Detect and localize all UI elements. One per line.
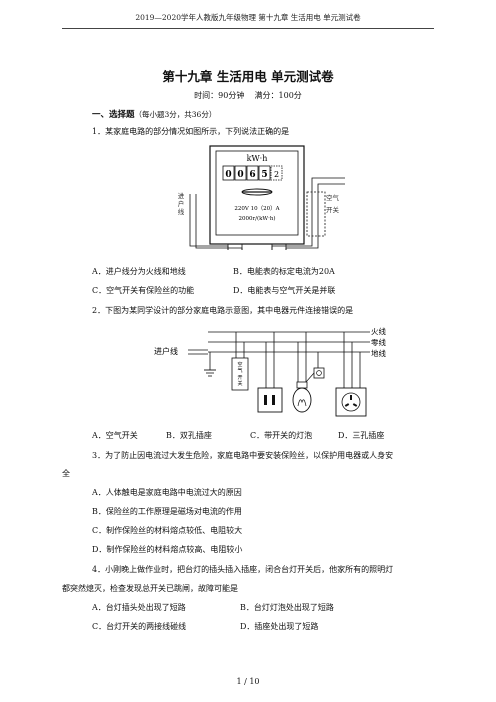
incoming-line-label: 线 [178, 207, 185, 216]
section-label: 一、选择题 [92, 110, 135, 120]
meter-digits: 0 0 6 5 2 [222, 165, 283, 181]
q4-option-a[interactable]: A．台灯插头处出现了短路 [92, 603, 186, 612]
lamp-switch [313, 367, 325, 379]
meter-digit: 5 [261, 170, 267, 180]
q2-option-a[interactable]: A．空气开关 [92, 431, 138, 440]
three-hole-socket [335, 387, 367, 417]
q1-option-c[interactable]: C．空气开关有保险丝的功能 [92, 286, 195, 295]
meter-rate: 2000r/(kW·h) [238, 215, 275, 222]
meter-digit: 0 [225, 170, 231, 180]
line-label-neutral: 零线 [371, 337, 386, 347]
q1-option-b[interactable]: B．电能表的标定电流为20A [233, 267, 335, 276]
incoming-wire [195, 194, 243, 250]
meter-digit: 6 [249, 170, 255, 180]
air-switch-label: 气 [237, 367, 242, 374]
q3-option-b[interactable]: B．保险丝的工作原理是磁场对电流的作用 [92, 507, 242, 516]
line-label-earth: 地线 [371, 348, 386, 358]
page-header: 2019—2020学年人教版九年级物理 第十九章 生活用电 单元测试卷 [135, 13, 361, 22]
air-switch-label: 空 [237, 361, 242, 368]
two-hole-socket [257, 387, 283, 413]
q4-option-b[interactable]: B．台灯灯泡处出现了短路 [240, 603, 334, 612]
outgoing-wire [285, 183, 345, 250]
q2-option-b[interactable]: B．双孔插座 [166, 431, 212, 440]
q3-option-a[interactable]: A．人体触电是家庭电路中电流过大的原因 [92, 488, 242, 497]
q1-option-d[interactable]: D．电能表与空气开关是并联 [233, 286, 336, 295]
q2-circuit-diagram: 进户线 火线 零线 地线 空 气 开 关 [154, 326, 386, 417]
exam-time: 时间：90分钟 [194, 91, 245, 100]
section-note: （每小题3分，共36分） [134, 110, 217, 119]
q2-stem: 2．下图为某同学设计的部分家庭电路示意图，其中电器元件连接错误的是 [92, 306, 354, 315]
q2-option-c[interactable]: C．带开关的灯泡 [250, 431, 313, 440]
meter-unit: kW·h [247, 154, 268, 163]
line-label-live: 火线 [371, 326, 386, 336]
incoming-line-label: 进户线 [154, 346, 178, 356]
meter-spec: 220V 10（20）A [234, 205, 280, 212]
q3-stem-line1: 3．为了防止因电流过大发生危险，家庭电路中要安装保险丝，以保护用电器或人身安 [92, 451, 394, 460]
q3-option-c[interactable]: C．制作保险丝的材料熔点较低、电阻较大 [92, 526, 243, 535]
air-switch-label: 关 [237, 380, 242, 387]
air-switch-label: 开关 [326, 205, 340, 214]
q3-stem-line2: 全 [62, 469, 70, 478]
air-switch [231, 357, 249, 391]
q1-meter-diagram: kW·h 0 0 6 5 2 220V 10（20）A 2000r/(kW·h)… [178, 145, 345, 250]
q4-option-c[interactable]: C．台灯开关的两接线碰线 [92, 622, 187, 631]
exam-score: 满分：100分 [254, 91, 302, 100]
document-title: 第十九章 生活用电 单元测试卷 [162, 69, 334, 84]
meter-digit: 0 [237, 170, 243, 180]
meter-digit: 2 [274, 170, 279, 179]
q4-stem-line2: 都突然熄灭，检查发现总开关已跳闸，故障可能是 [62, 584, 238, 593]
q1-option-a[interactable]: A．进户线分为火线和地线 [92, 267, 186, 276]
q4-option-d[interactable]: D．插座处出现了短路 [240, 622, 319, 631]
outgoing-wire [271, 177, 345, 250]
incoming-line-label: 进 [178, 192, 185, 200]
exam-meta: 时间：90分钟 满分：100分 [0, 90, 496, 101]
q4-stem-line1: 4．小刚晚上做作业时，把台灯的插头插入插座，闭合台灯开关后，他家所有的照明灯 [92, 565, 394, 574]
header-rule [62, 28, 434, 29]
lamp-bulb [292, 387, 312, 413]
q3-option-d[interactable]: D．制作保险丝的材料熔点较高、电阻较小 [92, 545, 243, 554]
section-heading: 一、选择题（每小题3分，共36分） [92, 108, 216, 120]
air-switch-label: 空气 [326, 193, 340, 202]
air-switch-label: 开 [237, 375, 242, 381]
air-switch-box [306, 191, 326, 237]
incoming-line-label: 户 [178, 199, 185, 208]
page-number: 1 / 10 [236, 677, 260, 686]
q2-option-d[interactable]: D．三孔插座 [338, 431, 385, 440]
q1-stem: 1．某家庭电路的部分情况如图所示，下列说法正确的是 [92, 127, 290, 136]
